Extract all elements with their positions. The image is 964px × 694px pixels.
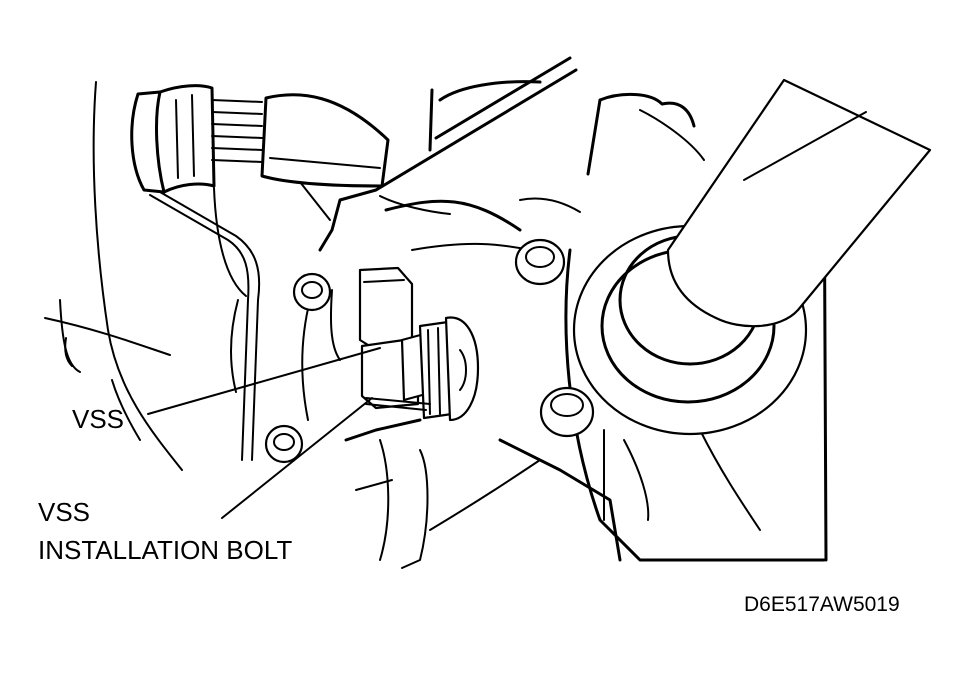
figure-code: D6E517AW5019 [744,593,900,616]
case-bolts [264,238,595,464]
vss-label: VSS [72,404,125,434]
output-shaft [572,78,932,436]
leader-lines [147,347,381,519]
vss-leader-line [147,347,381,415]
bolt-label-line-2: INSTALLATION BOLT [38,535,293,565]
left-body-contours [44,81,247,471]
vss-sensor [358,266,480,422]
bolt-label-line-1: VSS [38,497,91,527]
wire-harness-connector [130,84,390,461]
bolt-leader-line [221,397,373,519]
